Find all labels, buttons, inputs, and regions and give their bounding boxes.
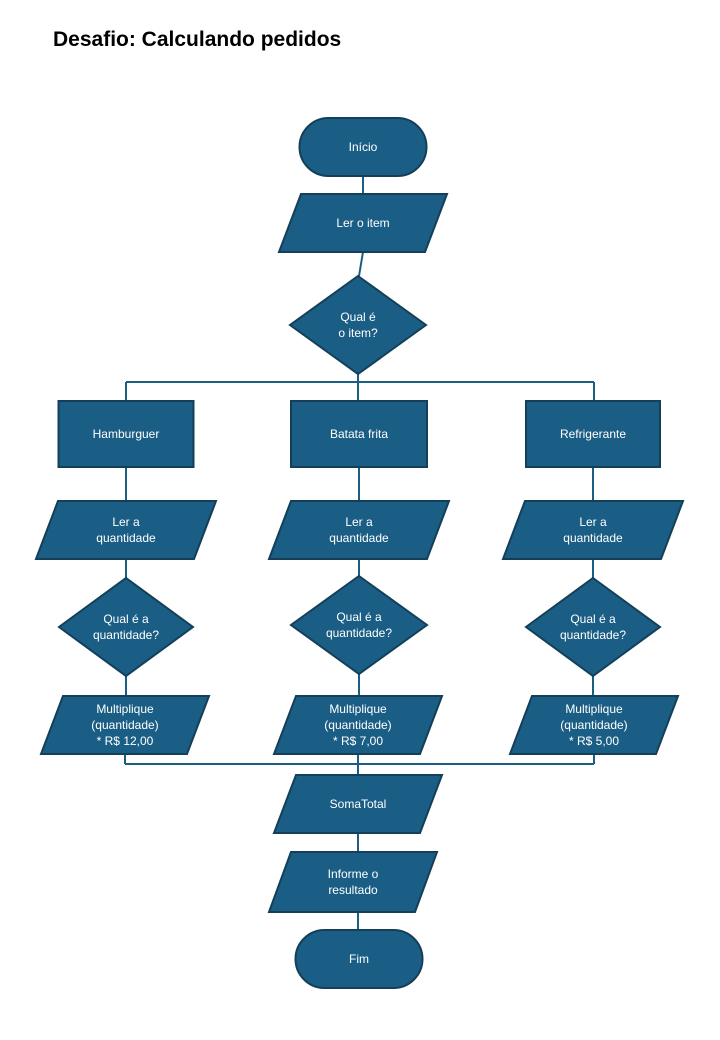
node-label: (quantidade) — [324, 718, 391, 732]
node-label: Ler o item — [336, 216, 389, 230]
decision-shape — [289, 574, 429, 676]
node-report-result: Informe o resultado — [267, 851, 439, 913]
node-label: quantidade — [329, 531, 389, 545]
node-label: quantidade — [96, 531, 156, 545]
node-label: Refrigerante — [560, 427, 626, 441]
node-multiply-fries: Multiplique (quantidade) * R$ 7,00 — [272, 695, 444, 755]
node-label: quantidade? — [560, 628, 626, 642]
node-read-qty-fries: Ler a quantidade — [267, 500, 451, 560]
process-shape — [57, 400, 195, 468]
terminator-shape — [294, 929, 424, 989]
io-shape — [277, 193, 449, 253]
node-start: Início — [298, 117, 428, 177]
node-label: * R$ 7,00 — [333, 734, 383, 748]
node-label: Ler a — [579, 515, 607, 529]
node-label: Hamburguer — [93, 427, 160, 441]
node-multiply-hamburger: Multiplique (quantidade) * R$ 12,00 — [39, 695, 211, 755]
node-label: resultado — [328, 883, 378, 897]
node-label: Multiplique — [96, 702, 154, 716]
node-label: Ler a — [345, 515, 373, 529]
io-shape — [501, 500, 685, 560]
connectors — [124, 176, 595, 930]
node-label: (quantidade) — [91, 718, 158, 732]
decision-shape — [57, 576, 195, 678]
node-label: Multiplique — [329, 702, 387, 716]
process-shape — [525, 400, 661, 468]
node-which-item: Qual é o item? — [288, 274, 428, 376]
node-label: quantidade? — [326, 626, 392, 640]
node-label: (quantidade) — [560, 718, 627, 732]
node-sum-total: SomaTotal — [272, 774, 444, 834]
node-hamburger: Hamburguer — [57, 400, 195, 468]
node-label: o item? — [338, 326, 378, 340]
node-label: Informe o — [328, 867, 379, 881]
node-end: Fim — [294, 929, 424, 989]
io-shape — [34, 500, 218, 560]
node-which-qty-hamburger: Qual é a quantidade? — [57, 576, 195, 678]
node-read-qty-hamburger: Ler a quantidade — [34, 500, 218, 560]
node-fries: Batata frita — [290, 400, 428, 468]
decision-shape — [288, 274, 428, 376]
node-label: SomaTotal — [330, 797, 387, 811]
process-shape — [290, 400, 428, 468]
node-label: Qual é a — [570, 612, 616, 626]
node-multiply-soda: Multiplique (quantidade) * R$ 5,00 — [508, 695, 680, 755]
io-shape — [508, 695, 680, 755]
node-read-item: Ler o item — [277, 193, 449, 253]
connector-line — [358, 251, 364, 277]
node-label: Início — [349, 140, 378, 154]
node-label: Multiplique — [565, 702, 623, 716]
node-label: quantidade? — [93, 628, 159, 642]
node-label: * R$ 5,00 — [569, 734, 619, 748]
node-label: Qual é a — [336, 610, 382, 624]
node-label: Batata frita — [330, 427, 388, 441]
node-label: Qual é a — [103, 612, 149, 626]
page-title: Desafio: Calculando pedidos — [53, 28, 342, 51]
node-which-qty-fries: Qual é a quantidade? — [289, 574, 429, 676]
node-label: * R$ 12,00 — [97, 734, 154, 748]
node-label: Qual é — [340, 310, 376, 324]
io-shape — [267, 500, 451, 560]
terminator-shape — [298, 117, 428, 177]
io-shape — [39, 695, 211, 755]
node-read-qty-soda: Ler a quantidade — [501, 500, 685, 560]
io-shape — [272, 695, 444, 755]
node-label: quantidade — [563, 531, 623, 545]
node-which-qty-soda: Qual é a quantidade? — [524, 576, 662, 678]
node-label: Fim — [349, 952, 369, 966]
decision-shape — [524, 576, 662, 678]
io-shape — [267, 851, 439, 913]
node-soda: Refrigerante — [525, 400, 661, 468]
io-shape — [272, 774, 444, 834]
node-label: Ler a — [112, 515, 140, 529]
